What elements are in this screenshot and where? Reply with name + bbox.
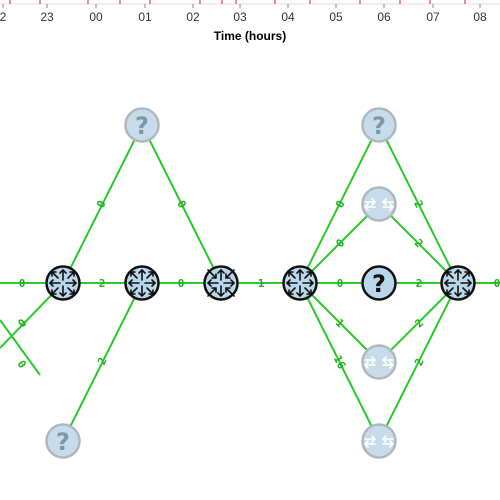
link-s3-r5[interactable] <box>378 282 459 442</box>
link-label: 16 <box>331 353 349 371</box>
tick-marks <box>2 4 481 8</box>
router-node[interactable] <box>124 265 160 301</box>
router-node[interactable] <box>282 265 318 301</box>
link-s1-r5[interactable] <box>378 203 459 284</box>
link-s2-r5[interactable] <box>378 282 459 363</box>
timeline-axis: 2 23 00 01 02 03 04 05 06 07 08 Time (ho… <box>0 0 500 43</box>
link-label: 0 <box>94 198 109 210</box>
plot-traces <box>9 0 466 4</box>
link-label: 2 <box>416 277 423 290</box>
link-r4-s3[interactable] <box>299 282 380 442</box>
tick-label: 08 <box>473 10 487 24</box>
switch-node[interactable] <box>361 423 397 459</box>
tick-label: 03 <box>233 10 247 24</box>
link-label: 0 <box>494 277 500 290</box>
link-label: 2 <box>99 277 106 290</box>
axis-title: Time (hours) <box>214 29 286 43</box>
link-label: 2 <box>411 198 426 210</box>
link-u1-r3[interactable] <box>141 124 222 284</box>
tick-label: 01 <box>138 10 152 24</box>
link-label: 2 <box>412 316 426 330</box>
link-label: 0 <box>174 198 189 210</box>
link-r1-u1[interactable] <box>62 124 143 284</box>
question-icon: ? <box>135 112 149 140</box>
link-label: 0 <box>178 277 185 290</box>
tick-label: 02 <box>186 10 200 24</box>
tick-label: 06 <box>377 10 391 24</box>
link-label: 2 <box>95 355 110 367</box>
link-label: 0 <box>19 277 26 290</box>
link-u3-r5[interactable] <box>378 124 459 284</box>
switch-node[interactable] <box>361 186 397 222</box>
unknown-node[interactable]: ? <box>361 265 397 301</box>
question-icon: ? <box>56 428 70 456</box>
router-node[interactable] <box>45 265 81 301</box>
link-label: 1 <box>258 277 265 290</box>
link-r2-u2[interactable] <box>62 282 143 442</box>
tick-label: 23 <box>40 10 54 24</box>
question-icon: ? <box>372 270 386 298</box>
unknown-node[interactable]: ? <box>124 107 160 143</box>
unknown-node[interactable]: ? <box>45 423 81 459</box>
link-label: 0 <box>14 358 28 371</box>
router-node[interactable] <box>203 265 239 301</box>
question-icon: ? <box>372 112 386 140</box>
nodes: ? ? ? ? <box>45 107 476 459</box>
link-label: 2 <box>412 356 427 368</box>
link-r4-s1[interactable] <box>299 203 380 284</box>
switch-node[interactable] <box>361 344 397 380</box>
link-r4-s2[interactable] <box>299 282 380 363</box>
tick-label: 05 <box>329 10 343 24</box>
link-r4-u3[interactable] <box>299 124 380 284</box>
router-node[interactable] <box>440 265 476 301</box>
link-label: 0 <box>333 198 348 210</box>
link-label: 0 <box>337 277 344 290</box>
tick-label: 2 <box>0 10 7 24</box>
tick-label: 07 <box>426 10 440 24</box>
tick-label: 04 <box>281 10 295 24</box>
link-left-lower-b[interactable] <box>0 319 41 376</box>
unknown-node[interactable]: ? <box>361 107 397 143</box>
tick-label: 00 <box>89 10 103 24</box>
